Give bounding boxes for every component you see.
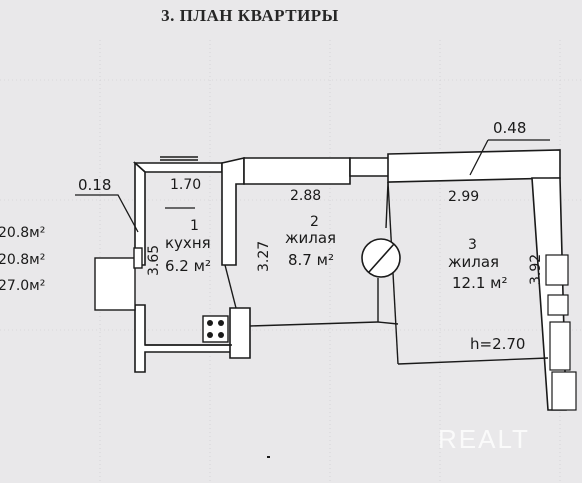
room3-area: 12.1 м² bbox=[452, 274, 508, 292]
ceiling-height: h=2.70 bbox=[470, 335, 525, 353]
wall-lower-partition bbox=[229, 307, 251, 359]
area-total-2: 20.8м² bbox=[0, 252, 45, 268]
interior-lines bbox=[145, 156, 549, 365]
dim-room3-width: 2.99 bbox=[448, 189, 479, 205]
right-windows bbox=[545, 254, 577, 411]
area-total-3: 27.0м² bbox=[0, 278, 45, 294]
wall-room2-top bbox=[243, 157, 351, 185]
boiler-symbol bbox=[361, 238, 401, 278]
room3-number: 3 bbox=[468, 237, 477, 253]
dim-wall-right: 0.48 bbox=[493, 119, 526, 137]
room2-area: 8.7 м² bbox=[288, 251, 334, 269]
paper-marks bbox=[267, 456, 270, 458]
room2-number: 2 bbox=[310, 214, 319, 230]
leaders bbox=[75, 139, 550, 233]
stove-icon bbox=[202, 315, 229, 343]
balcony bbox=[94, 247, 143, 311]
paper-grid bbox=[0, 40, 582, 483]
dim-room2-width: 2.88 bbox=[290, 188, 321, 204]
wall-kitchen-room2 bbox=[221, 156, 245, 266]
dim-room2-length: 3.27 bbox=[256, 241, 272, 272]
dim-wall-left: 0.18 bbox=[78, 176, 111, 194]
dim-kitchen-width: 1.70 bbox=[170, 177, 201, 193]
page-title: 3. ПЛАН КВАРТИРЫ bbox=[161, 6, 339, 25]
watermark-logo: REALT bbox=[438, 424, 530, 454]
room3-name: жилая bbox=[448, 253, 499, 271]
wall-door-top bbox=[349, 157, 391, 177]
room1-number: 1 bbox=[190, 218, 199, 234]
area-total-1: 20.8м² bbox=[0, 225, 45, 241]
room2-name: жилая bbox=[285, 229, 336, 247]
wall-kitchen-top bbox=[132, 162, 223, 173]
dim-kitchen-length: 3.65 bbox=[146, 245, 162, 276]
room1-area: 6.2 м² bbox=[165, 257, 211, 275]
dim-room3-length: 3.92 bbox=[528, 254, 544, 285]
room1-name: кухня bbox=[165, 234, 211, 252]
wall-left bbox=[134, 161, 146, 266]
